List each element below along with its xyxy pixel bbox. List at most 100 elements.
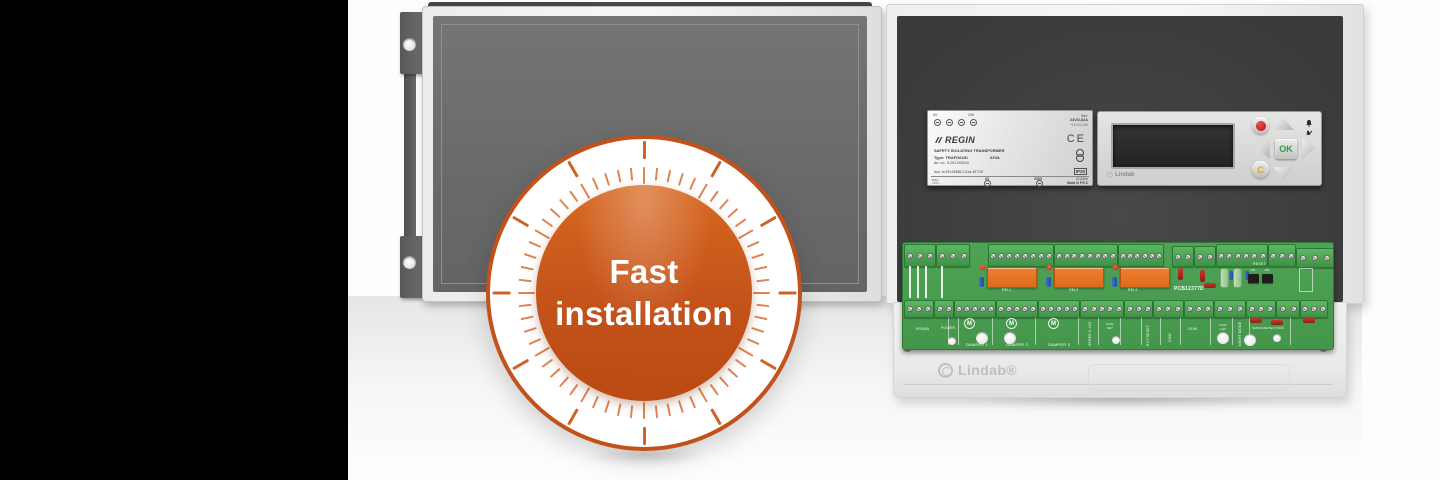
silkscreen-divider [1180, 318, 1181, 345]
pcb-label-rs485: RS485 [916, 326, 930, 331]
terminal-block [1054, 244, 1118, 267]
terminal-icon [970, 119, 977, 126]
hinge-bracket-top [400, 12, 424, 74]
alarm-led-button [1252, 117, 1269, 134]
trafo-made: Made in P.R.C [1067, 181, 1088, 185]
trafo-prim-label: Prim: [932, 178, 939, 182]
pcb-trace [917, 266, 919, 298]
silkscreen-divider [1210, 318, 1211, 345]
terminal-block [1246, 300, 1276, 318]
silkscreen-divider [1290, 318, 1291, 345]
arrow-left-button [1257, 138, 1270, 159]
terminal-block [1172, 246, 1194, 267]
terminal-icon [958, 119, 965, 126]
terminal-icon [934, 119, 941, 126]
screw-hole-icon [403, 38, 416, 51]
capacitor-icon [1046, 277, 1051, 287]
motor-symbol: M [1048, 318, 1059, 329]
badge-text-line2: installation [555, 295, 733, 332]
fast-installation-badge: Fast installation [486, 135, 802, 451]
trafo-acc: Acc. to EN 61558-2-6 ta 40°C/E [934, 170, 984, 174]
terminal-block [1300, 300, 1328, 318]
pcb-label-night-mode: NIGHT MODE [1238, 321, 1242, 346]
display-module: Lindab C OK [1097, 111, 1322, 186]
terminal-block [1296, 248, 1334, 268]
badge-inner-circle: Fast installation [536, 185, 752, 401]
trafo-bot-230v: 230V [1034, 177, 1043, 181]
pcb-label-damper2: DAMPER 2 [1006, 342, 1029, 347]
trafo-bot-0v: 0V [985, 177, 990, 181]
terminal-block [904, 244, 936, 267]
alarm-ack-icon [1306, 130, 1313, 135]
pcb-label-sun: SUN [1188, 326, 1198, 331]
pcb-hole [1004, 332, 1016, 344]
relay-label: REL3 [1128, 288, 1138, 292]
relay-1 [987, 267, 1037, 288]
resistor-icon [1271, 320, 1283, 325]
terminal-block [1194, 246, 1216, 267]
enclosure-knockout [1088, 364, 1290, 390]
ok-button: OK [1275, 139, 1297, 159]
hinge-strip [404, 70, 416, 240]
silkscreen-divider [1078, 318, 1079, 345]
badge-text-line1: Fast [609, 253, 679, 290]
terminal-icon [984, 180, 991, 187]
trafo-sec-label: Sec: [1080, 114, 1088, 118]
terminal-block [1118, 244, 1164, 267]
badge-ticks [490, 139, 798, 447]
pcb-board-id: PCB12377D [1174, 286, 1204, 292]
capacitor-icon [979, 277, 984, 287]
pcb-label-run-set: RUN SET [1106, 322, 1114, 330]
terminal-block [988, 244, 1054, 267]
hinge-bracket-bottom [400, 236, 424, 298]
trafo-va: 63VA [990, 155, 1000, 160]
hmi-lindab-logo: Lindab [1106, 171, 1135, 178]
motor-symbol: M [1006, 318, 1017, 329]
pcb-hole [1112, 336, 1120, 344]
silkscreen-divider [1232, 318, 1233, 345]
capacitor-icon [1112, 277, 1117, 287]
terminal-block [1038, 300, 1080, 318]
silkscreen-divider [1120, 318, 1121, 345]
motor-symbol: M [964, 318, 975, 329]
ce-mark: CE [1066, 133, 1086, 145]
pcb-hole [948, 337, 956, 345]
terminal-block [996, 300, 1038, 318]
resistor-icon [1250, 318, 1262, 323]
trafo-term-24v: 24V [968, 113, 975, 117]
relay-label: REL2 [1069, 288, 1079, 292]
terminal-block [1184, 300, 1214, 318]
terminal-block [1214, 300, 1246, 318]
capacitor-icon [1233, 268, 1242, 288]
trafo-type: Type: TRAFO63/D [934, 155, 968, 160]
regin-mark-icon [935, 137, 943, 143]
capacitor-icon [1245, 271, 1249, 280]
silkscreen-divider [1098, 318, 1099, 345]
pcb-trace [941, 266, 943, 298]
badge-contact-shadow [565, 444, 725, 466]
capacitor-icon [1220, 268, 1229, 288]
terminal-block [1080, 300, 1124, 318]
terminal-block [936, 244, 970, 267]
terminal-icon [1036, 180, 1043, 187]
hmi-lindab-text: Lindab [1115, 171, 1135, 178]
trafo-term-0v: 0V [933, 113, 938, 117]
left-black-bar [0, 0, 348, 480]
arrow-up-button [1273, 118, 1294, 130]
reset-label: RESET [1253, 262, 1266, 266]
red-led-icon [1255, 120, 1266, 131]
jumper-icon [1262, 274, 1273, 283]
trafo-hz: 47-63Hz [1075, 177, 1088, 181]
trafo-title: SAFETY ISOLATING TRANSFORMER [934, 148, 1005, 153]
jp1-label: JP1 [1250, 268, 1256, 272]
trafo-ip: IP20 [1073, 168, 1087, 175]
pcb-label-speed: SPEED 0-10V [1088, 321, 1092, 346]
terminal-block [1216, 244, 1268, 267]
screw-hole-icon [403, 256, 416, 269]
pcb-label-damper1: DAMPER 1 [966, 342, 989, 347]
lcd-screen [1111, 123, 1235, 169]
arrow-down-button [1273, 167, 1294, 179]
pcb-hole [976, 332, 988, 344]
lindab-ring-icon [1106, 171, 1113, 178]
